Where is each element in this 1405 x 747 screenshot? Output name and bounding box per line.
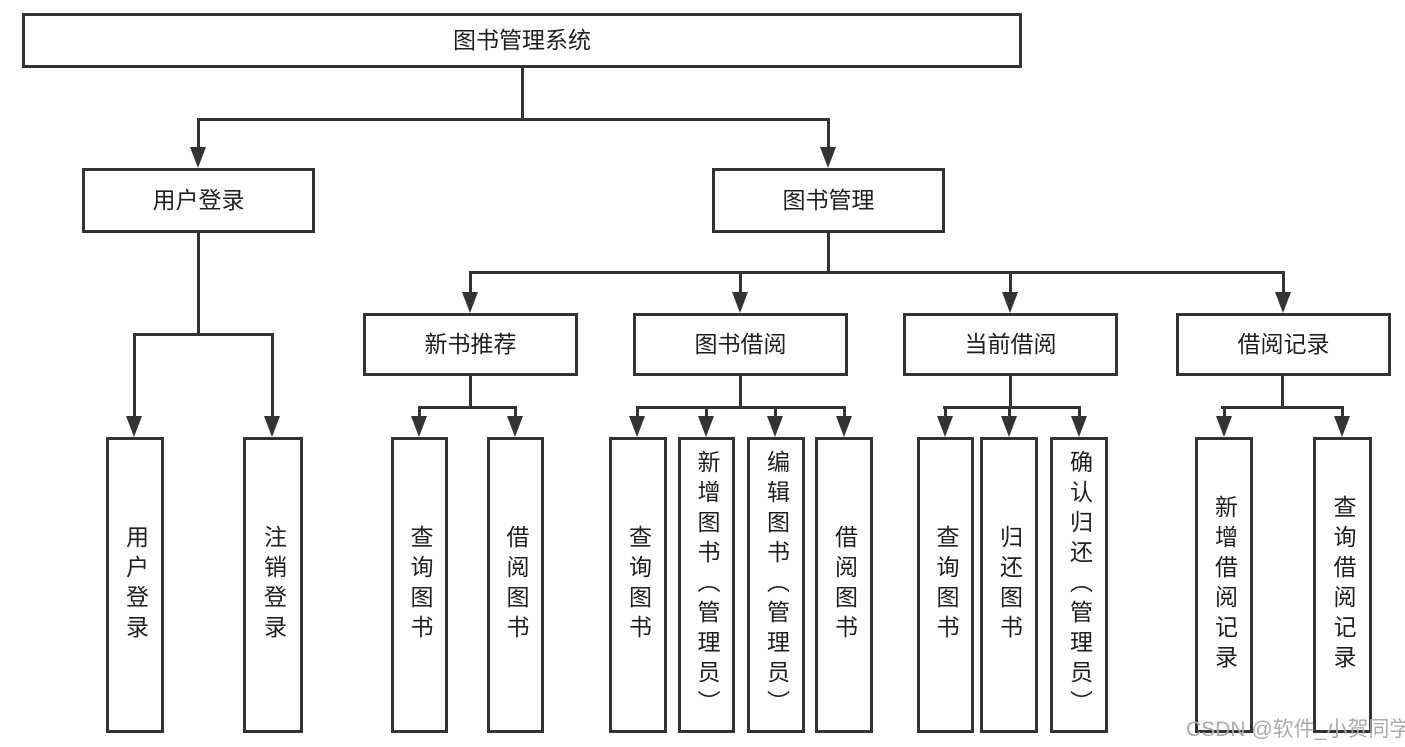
arrowhead-icon [629,416,645,437]
connector-arrow-stem [943,406,947,421]
connector-arrow-stem [1341,406,1344,421]
node-current-borrowing: 当前借阅 [903,313,1118,376]
arrowhead-icon [126,416,142,437]
node-book-management-branch-label: 图书管理 [782,186,875,213]
connector-arrow-stem [636,406,639,421]
arrowhead-icon [264,416,280,437]
arrowhead-icon [698,416,714,437]
connector-arrow-stem [271,333,274,421]
leaf-add-borrow-record: 新增借阅记录 [1195,437,1253,733]
node-user-login-branch: 用户登录 [82,168,315,233]
leaf-logout: 注销登录 [243,437,303,733]
node-book-management-branch: 图书管理 [712,168,945,233]
node-borrowing-records-label: 借阅记录 [1237,330,1330,357]
leaf-query-borrow-record-label: 查询借阅记录 [1330,495,1356,675]
connector-stem [827,231,830,274]
leaf-return-books: 归还图书 [980,437,1038,733]
leaf-query-books-3-label: 查询图书 [933,525,959,645]
arrowhead-icon [411,416,427,437]
leaf-add-books-admin: 新增图书（管理员） [678,437,735,733]
node-borrowing-records: 借阅记录 [1176,313,1391,376]
node-current-borrowing-label: 当前借阅 [964,330,1057,357]
connector-arrow-stem [1077,406,1081,421]
leaf-add-borrow-record-label: 新增借阅记录 [1211,495,1238,675]
connector-arrow-stem [469,271,472,297]
leaf-borrow-books-2: 借阅图书 [815,437,873,733]
leaf-logout-label: 注销登录 [260,525,287,645]
arrowhead-icon [936,416,953,437]
connector-arrow-stem [197,118,200,152]
watermark: CSDN @软件_小贺同学 [1186,718,1405,741]
connector-stem [469,374,472,409]
arrowhead-icon [462,292,478,313]
leaf-borrow-books-1: 借阅图书 [487,437,544,733]
leaf-borrow-books-2-label: 借阅图书 [831,525,858,645]
connector-arrow-stem [1009,271,1012,297]
connector-arrow-stem [514,406,517,421]
leaf-user-login-label: 用户登录 [122,525,149,645]
connector-arrow-stem [1008,406,1011,421]
connector-stem [197,231,200,335]
leaf-query-books-1: 查询图书 [391,437,448,733]
connector-bar [197,118,830,121]
leaf-confirm-return-admin: 确认归还（管理员） [1050,437,1108,733]
arrowhead-icon [1334,416,1350,437]
leaf-add-books-admin-label: 新增图书（管理员） [694,450,720,720]
node-library-management-system: 图书管理系统 [22,13,1022,68]
connector-arrow-stem [842,406,846,421]
connector-bar [943,406,1080,409]
leaf-borrow-books-1-label: 借阅图书 [503,525,529,645]
arrowhead-icon [835,416,852,437]
connector-stem [1009,374,1012,409]
connector-bar [418,406,517,409]
connector-arrow-stem [1222,406,1226,421]
node-user-login-branch-label: 用户登录 [152,186,245,213]
connector-arrow-stem [827,118,830,152]
arrowhead-icon [507,416,523,437]
arrowhead-icon [820,147,836,168]
connector-arrow-stem [705,406,708,421]
leaf-confirm-return-admin-label: 确认归还（管理员） [1066,450,1093,720]
arrowhead-icon [1215,416,1232,437]
connector-arrow-stem [418,406,421,421]
connector-bar [133,333,274,336]
connector-stem [521,66,524,121]
arrowhead-icon [1275,292,1291,313]
leaf-edit-books-admin: 编辑图书（管理员） [747,437,805,733]
leaf-edit-books-admin-label: 编辑图书（管理员） [763,450,790,720]
connector-arrow-stem [774,406,777,421]
node-library-management-system-label: 图书管理系统 [453,26,591,53]
leaf-query-books-2-label: 查询图书 [625,525,652,645]
node-book-borrowing-label: 图书借阅 [694,330,787,357]
connector-arrow-stem [739,271,742,297]
node-book-borrowing: 图书借阅 [633,313,848,376]
arrowhead-icon [1002,292,1018,313]
leaf-return-books-label: 归还图书 [996,525,1023,645]
leaf-query-books-2: 查询图书 [609,437,667,733]
connector-bar [636,406,846,409]
leaf-query-books-3: 查询图书 [917,437,974,733]
connector-bar [469,271,1285,274]
connector-stem [1281,374,1284,409]
leaf-user-login: 用户登录 [106,437,164,733]
connector-bar [1221,406,1344,409]
connector-arrow-stem [1282,271,1285,297]
arrowhead-icon [1001,416,1017,437]
arrowhead-icon [732,292,748,313]
arrowhead-icon [1070,416,1087,437]
connector-arrow-stem [133,333,136,421]
leaf-query-books-1-label: 查询图书 [407,525,433,645]
arrowhead-icon [767,416,783,437]
leaf-query-borrow-record: 查询借阅记录 [1313,437,1372,733]
node-new-book-recommend: 新书推荐 [363,313,578,376]
arrowhead-icon [190,147,206,168]
node-new-book-recommend-label: 新书推荐 [424,330,517,357]
connector-stem [739,374,742,409]
